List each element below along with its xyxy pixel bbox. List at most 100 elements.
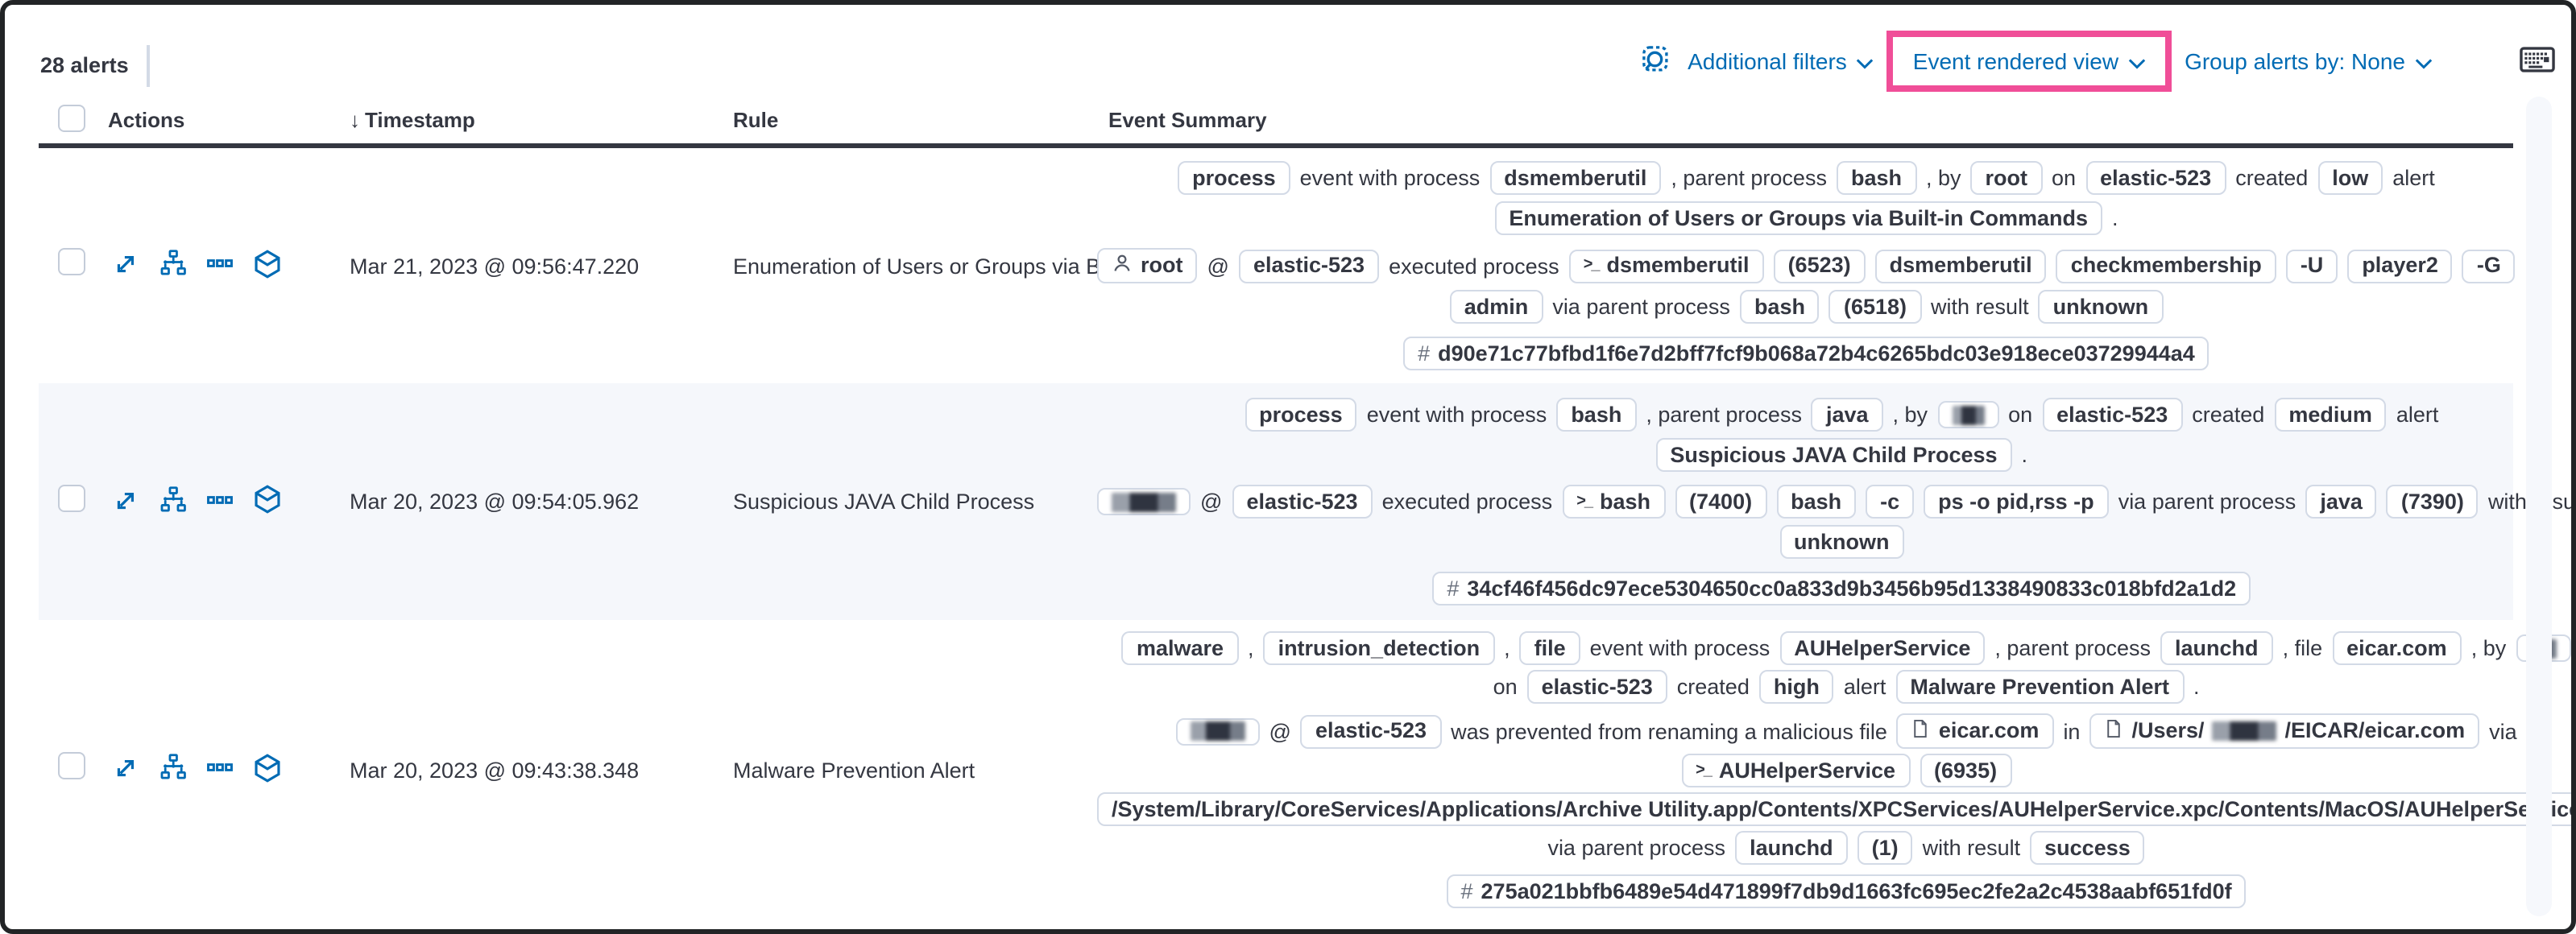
- value-badge[interactable]: intrusion_detection: [1263, 631, 1495, 665]
- value-badge[interactable]: elastic-523: [2042, 398, 2183, 432]
- value-badge[interactable]: high: [1758, 670, 1834, 704]
- value-badge[interactable]: ps -o pid,rss -p: [1924, 485, 2109, 519]
- value-badge[interactable]: launchd: [2160, 631, 2273, 665]
- value-badge[interactable]: malware: [1121, 631, 1239, 665]
- expand-button[interactable]: [113, 754, 140, 786]
- process-badge[interactable]: >_AUHelperService: [1681, 754, 1911, 787]
- user-badge[interactable]: root: [1097, 248, 1198, 283]
- row-checkbox[interactable]: [58, 484, 85, 511]
- investigate-in-timeline-icon: [253, 249, 282, 283]
- hash-badge[interactable]: #275a021bbfb6489e54d471899f7db9d1663fc69…: [1446, 874, 2247, 908]
- value-badge[interactable]: admin: [1449, 290, 1543, 324]
- alert-table-row: Mar 20, 2023 @ 09:43:38.348 Malware Preve…: [39, 620, 2571, 920]
- keyboard-shortcuts-button[interactable]: [2520, 46, 2555, 76]
- more-actions-button[interactable]: [206, 250, 234, 282]
- value-badge[interactable]: (6935): [1920, 754, 2012, 787]
- column-header-timestamp[interactable]: ↓Timestamp: [350, 108, 475, 132]
- value-badge[interactable]: elastic-523: [1300, 714, 1442, 748]
- expand-button[interactable]: [113, 250, 140, 282]
- value-badge[interactable]: (7400): [1675, 485, 1767, 519]
- select-all-checkbox[interactable]: [58, 104, 85, 131]
- value-badge[interactable]: player2: [2347, 249, 2453, 283]
- value-badge[interactable]: bash: [1739, 290, 1820, 324]
- value-badge[interactable]: eicar.com: [2332, 631, 2462, 665]
- hash-icon: #: [1447, 576, 1460, 600]
- view-selector-button[interactable]: Event rendered view: [1913, 48, 2146, 74]
- group-alerts-by-button[interactable]: Group alerts by: None: [2185, 48, 2433, 74]
- investigate-in-timeline-button[interactable]: [253, 249, 282, 283]
- analyzer-button[interactable]: [159, 754, 187, 786]
- analyzer-button[interactable]: [159, 486, 187, 518]
- value-badge[interactable]: (1): [1857, 831, 1913, 865]
- value-badge[interactable]: [1175, 717, 1260, 745]
- value-badge[interactable]: (6518): [1828, 290, 1922, 324]
- value-badge[interactable]: AUHelperService: [1779, 631, 1986, 665]
- file-icon: [2104, 717, 2123, 745]
- summary-text: , by: [1926, 166, 1961, 190]
- summary-text: ,: [1504, 636, 1510, 660]
- inspect-button[interactable]: [1639, 43, 1671, 80]
- analyzer-button[interactable]: [159, 250, 187, 282]
- value-badge[interactable]: bash: [1556, 398, 1637, 432]
- row-checkbox[interactable]: [58, 248, 85, 275]
- value-badge[interactable]: -U: [2285, 249, 2338, 283]
- value-badge[interactable]: unknown: [1779, 525, 1904, 559]
- timestamp-cell: Mar 20, 2023 @ 09:43:38.348: [350, 758, 640, 782]
- additional-filters-button[interactable]: Additional filters: [1688, 48, 1874, 74]
- value-badge[interactable]: elastic-523: [2085, 161, 2226, 195]
- file-badge[interactable]: /Users//EICAR/eicar.com: [2089, 713, 2480, 749]
- expand-button[interactable]: [113, 486, 140, 518]
- value-badge[interactable]: launchd: [1735, 831, 1848, 865]
- highlight-annotation-box: Event rendered view: [1886, 31, 2172, 92]
- process-badge[interactable]: >_bash: [1562, 485, 1666, 519]
- value-badge[interactable]: checkmembership: [2056, 249, 2276, 283]
- value-badge[interactable]: bash: [1776, 485, 1857, 519]
- value-badge[interactable]: process: [1178, 161, 1290, 195]
- value-badge[interactable]: process: [1245, 398, 1357, 432]
- value-badge[interactable]: dsmemberutil: [1874, 249, 2047, 283]
- value-badge[interactable]: dsmemberutil: [1489, 161, 1662, 195]
- investigate-in-timeline-button[interactable]: [253, 753, 282, 787]
- value-badge[interactable]: [1097, 488, 1191, 515]
- value-badge[interactable]: (6523): [1773, 249, 1866, 283]
- analyzer-icon: [159, 754, 187, 786]
- analyzer-icon: [159, 250, 187, 282]
- value-badge[interactable]: Malware Prevention Alert: [1895, 670, 2184, 704]
- value-badge[interactable]: java: [2305, 485, 2377, 519]
- hash-badge[interactable]: #d90e71c77bfbd1f6e7d2bff7fcf9b068a72b4c6…: [1403, 337, 2209, 370]
- more-actions-icon: [206, 250, 234, 282]
- more-actions-button[interactable]: [206, 486, 234, 518]
- investigate-in-timeline-button[interactable]: [253, 485, 282, 519]
- value-badge[interactable]: /System/Library/CoreServices/Application…: [1097, 792, 2571, 826]
- sort-descending-icon: ↓: [350, 108, 360, 132]
- value-badge[interactable]: root: [1970, 161, 2043, 195]
- value-badge[interactable]: success: [2030, 831, 2145, 865]
- value-badge[interactable]: medium: [2274, 398, 2387, 432]
- value-badge[interactable]: elastic-523: [1232, 485, 1373, 519]
- value-badge[interactable]: -G: [2462, 249, 2516, 283]
- summary-line: #275a021bbfb6489e54d471899f7db9d1663fc69…: [1446, 874, 2247, 908]
- value-badge[interactable]: elastic-523: [1526, 670, 1667, 704]
- value-badge[interactable]: Enumeration of Users or Groups via Built…: [1494, 201, 2102, 235]
- value-badge[interactable]: [1937, 401, 1999, 428]
- value-badge[interactable]: low: [2317, 161, 2383, 195]
- vertical-scrollbar[interactable]: [2526, 97, 2552, 916]
- process-badge[interactable]: >_dsmemberutil: [1568, 249, 1764, 283]
- more-actions-button[interactable]: [206, 754, 234, 786]
- value-badge[interactable]: java: [1811, 398, 1883, 432]
- value-badge[interactable]: Suspicious JAVA Child Process: [1655, 438, 2012, 472]
- value-badge[interactable]: (7390): [2386, 485, 2479, 519]
- value-badge[interactable]: unknown: [2038, 290, 2164, 324]
- value-badge[interactable]: -c: [1866, 485, 1915, 519]
- value-badge[interactable]: file: [1519, 631, 1580, 665]
- summary-text: created: [2235, 166, 2309, 190]
- row-checkbox[interactable]: [58, 752, 85, 779]
- hash-badge[interactable]: #34cf46f456dc97ece5304650cc0a833d9b3456b…: [1432, 572, 2251, 605]
- file-badge[interactable]: eicar.com: [1896, 713, 2054, 749]
- value-badge[interactable]: bash: [1836, 161, 1916, 195]
- value-badge[interactable]: elastic-523: [1238, 249, 1380, 283]
